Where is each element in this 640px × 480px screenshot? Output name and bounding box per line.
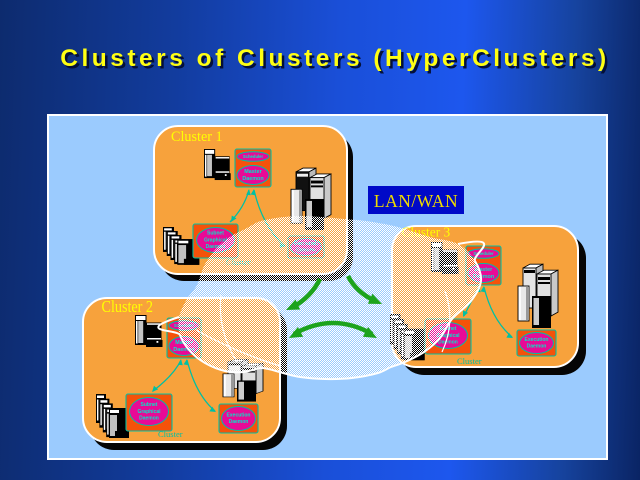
svg-text:Graphical: Graphical (204, 237, 228, 243)
svg-text:Daemon: Daemon (473, 274, 494, 280)
svg-text:Scheduler: Scheduler (243, 154, 264, 159)
svg-text:Execution: Execution (525, 337, 549, 343)
svg-text:Subnet: Subnet (207, 231, 224, 237)
svg-text:Execution: Execution (227, 413, 251, 419)
svg-text:Scheduler: Scheduler (473, 251, 494, 256)
svg-text:Graphical: Graphical (137, 409, 161, 415)
svg-text:Subnet: Subnet (141, 402, 158, 408)
svg-text:Daemon: Daemon (527, 344, 547, 350)
svg-text:Daemon: Daemon (173, 347, 194, 353)
svg-text:Daemon: Daemon (229, 419, 249, 425)
svg-text:Daemon: Daemon (206, 244, 226, 250)
svg-text:Subnet: Subnet (440, 326, 457, 332)
svg-text:Master: Master (244, 169, 262, 175)
svg-text:Daemon: Daemon (242, 176, 263, 182)
svg-text:Daemon: Daemon (438, 340, 458, 346)
svg-text:LAN/WAN: LAN/WAN (374, 191, 458, 211)
svg-text:Cluster: Cluster (457, 356, 482, 366)
svg-text:Cluster 1: Cluster 1 (171, 129, 223, 145)
svg-text:Daemon: Daemon (139, 416, 159, 422)
svg-text:Master: Master (475, 267, 493, 273)
svg-text:Cluster 2: Cluster 2 (102, 297, 154, 316)
svg-text:Cluster: Cluster (158, 429, 183, 439)
